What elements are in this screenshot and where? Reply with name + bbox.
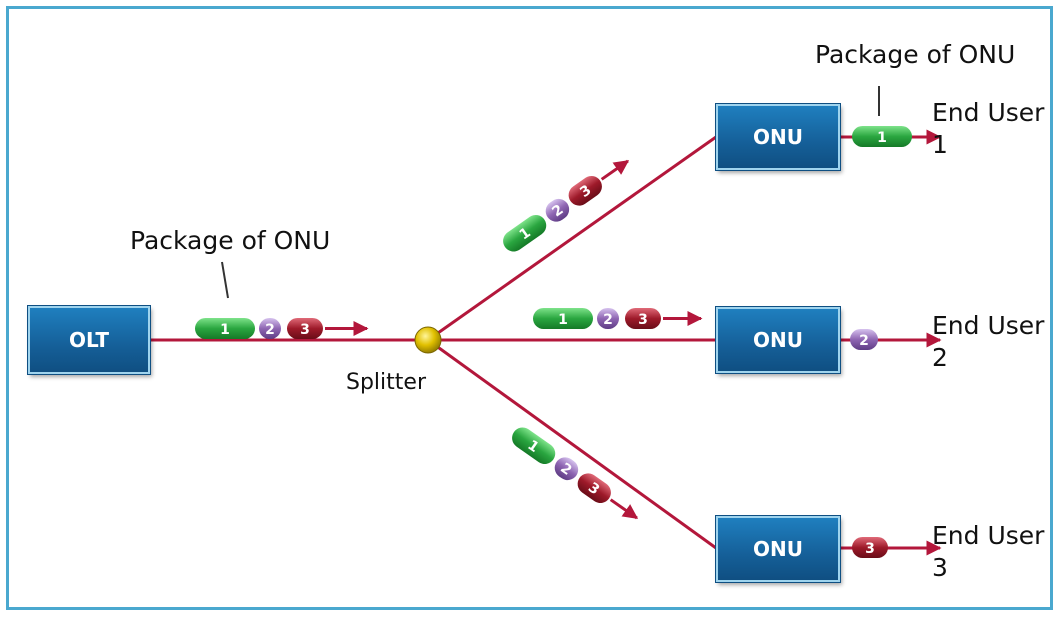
end-user-3-title: End User <box>932 521 1045 550</box>
packet-2 <box>597 308 619 329</box>
drop-packet-user-2: 2 <box>850 329 878 350</box>
packet-1 <box>852 126 912 147</box>
packet-1 <box>512 427 556 465</box>
drop-packet-user-1: 1 <box>852 126 912 147</box>
olt-box: OLT <box>28 306 150 374</box>
packet-3-label: 3 <box>865 541 875 557</box>
package-label-top: Package of ONU <box>815 40 1016 69</box>
packet-group-branch-2: 1 2 3 <box>533 308 703 329</box>
packet-2-label: 2 <box>603 312 613 328</box>
callout-line-left <box>221 261 229 299</box>
packet-group-branch-3: 1 2 3 <box>512 427 639 520</box>
packet-1-label: 1 <box>877 130 887 146</box>
packet-3-label: 3 <box>300 322 310 338</box>
packet-1-label: 1 <box>220 322 230 338</box>
packet-arrow <box>609 498 639 520</box>
fiber-to-onu-1 <box>427 135 717 342</box>
end-user-2-label: End User 2 <box>932 310 1044 374</box>
end-user-3-number: 3 <box>932 553 948 582</box>
end-user-2-title: End User <box>932 311 1045 340</box>
packet-arrow <box>600 159 630 181</box>
end-user-2-number: 2 <box>932 343 948 372</box>
onu-box-1: ONU <box>716 104 840 170</box>
packet-3-label: 3 <box>638 312 648 328</box>
packet-2 <box>554 457 579 481</box>
packet-1 <box>503 214 547 252</box>
packet-3 <box>287 318 323 339</box>
packet-group-trunk: 1 2 3 <box>195 318 369 339</box>
fiber-to-onu-3 <box>427 338 717 550</box>
packet-2-label: 2 <box>265 322 275 338</box>
packet-2 <box>850 329 878 350</box>
splitter-label: Splitter <box>346 370 426 395</box>
packet-1 <box>533 308 593 329</box>
packet-3 <box>577 473 611 504</box>
drop-packet-user-3: 3 <box>852 537 888 558</box>
onu-box-2: ONU <box>716 307 840 373</box>
end-user-3-label: End User 3 <box>932 520 1044 584</box>
packet-group-branch-1: 1 2 3 <box>503 159 630 252</box>
packet-2-label: 2 <box>859 333 869 349</box>
packet-3 <box>852 537 888 558</box>
onu-box-3: ONU <box>716 516 840 582</box>
end-user-1-title: End User <box>932 98 1045 127</box>
package-label-left: Package of ONU <box>130 226 331 255</box>
packet-1 <box>195 318 255 339</box>
packet-2 <box>259 318 281 339</box>
end-user-1-number: 1 <box>932 130 948 159</box>
diagram-frame <box>6 6 1053 610</box>
packet-2 <box>545 198 570 222</box>
packet-1-label: 1 <box>558 312 568 328</box>
packet-3 <box>625 308 661 329</box>
packet-3 <box>568 175 602 206</box>
splitter-node <box>414 326 442 354</box>
end-user-1-label: End User 1 <box>932 97 1044 161</box>
